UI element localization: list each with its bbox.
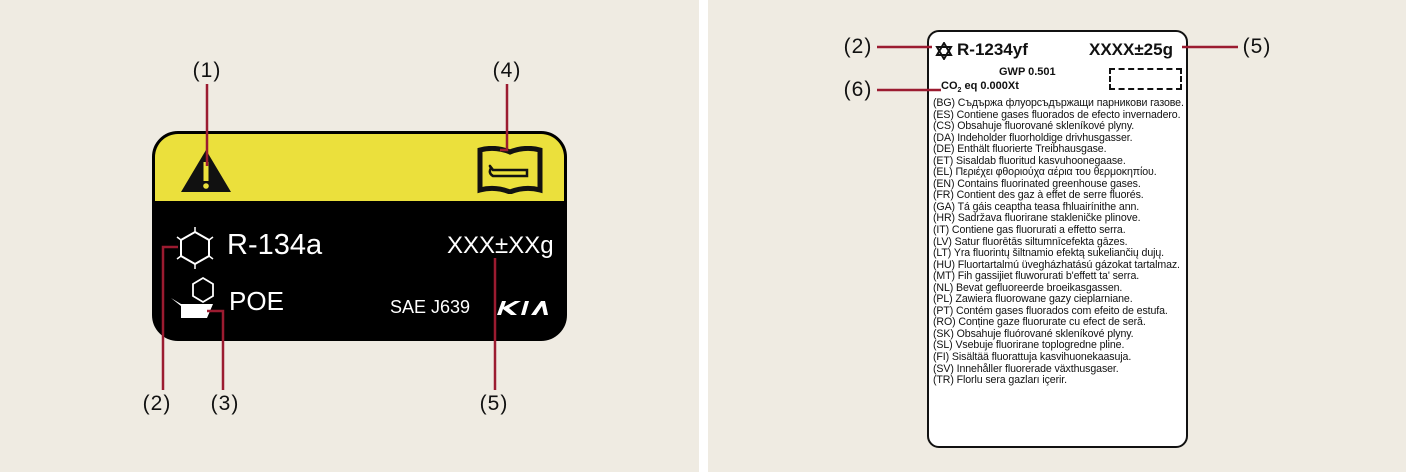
language-line: (MT) Fih gassijiet fluworurati b'effett … (933, 270, 1140, 283)
refrigerant-type: R-134a (227, 229, 323, 261)
callout-2: (2) (142, 392, 172, 415)
callout-2-right: (2) (843, 35, 873, 58)
language-line: (IT) Contiene gas fluorurati a effetto s… (933, 224, 1126, 237)
language-line: (FR) Contient des gaz à effet de serre f… (933, 189, 1144, 202)
oil-icon (171, 276, 214, 318)
refrigerant-icon (176, 227, 214, 269)
language-line: (TR) Florlu sera gazları içerir. (933, 374, 1067, 387)
language-list: (BG) Съдържа флуорсъдържащи парникови га… (933, 97, 1184, 387)
language-line: (LT) Yra fluorintų šiltnamio efektą suke… (933, 247, 1165, 260)
language-line: (DA) Indeholder fluorholdige drivhusgass… (933, 131, 1133, 144)
co2-value: eq 0.000Xt (961, 80, 1019, 92)
gwp-value: GWP 0.501 (999, 66, 1056, 78)
co2-prefix: CO (941, 80, 958, 92)
language-line: (NL) Bevat gefluoreerde broeikasgassen. (933, 281, 1123, 294)
callout-4: (4) (492, 59, 522, 82)
language-line: (DE) Enthält fluorierte Treibhausgase. (933, 143, 1107, 156)
standard-code: SAE J639 (390, 297, 471, 317)
refrigerant-amount: XXX±XXg (447, 232, 554, 259)
callout-5-right: (5) (1242, 35, 1272, 58)
refrigerant-type: R-1234yf (957, 40, 1028, 59)
language-line: (HU) Fluortartalmú üvegházhatású gázokat… (933, 258, 1180, 271)
language-line: (ES) Contiene gases fluorados de efecto … (933, 108, 1181, 121)
language-line: (PT) Contém gases fluorados com efeito d… (933, 304, 1168, 317)
language-line: (HR) Sadržava fluorirane stakleničke pli… (933, 212, 1141, 225)
language-line: (RO) Conține gaze fluorurate cu efect de… (933, 316, 1146, 329)
language-line: (LV) Satur fluorētās siltumnīcefekta gāz… (933, 235, 1128, 248)
language-line: (FI) Sisältää fluorattuja kasvihuonekaas… (933, 351, 1132, 364)
callout-3: (3) (210, 392, 240, 415)
language-line: (ET) Sisaldab fluoritud kasvuhoonegaase. (933, 154, 1126, 167)
r1234yf-label: R-1234yf XXXX±25g GWP 0.501 CO2 eq 0.000… (927, 30, 1188, 448)
language-line: (SV) Innehåller fluorerade växthusgaser. (933, 362, 1119, 375)
language-line: (BG) Съдържа флуорсъдържащи парникови га… (933, 97, 1184, 109)
refrigerant-star-icon (935, 42, 953, 60)
language-line: (EN) Contains fluorinated greenhouse gas… (933, 177, 1141, 190)
callout-1: (1) (192, 59, 222, 82)
refrigerant-amount: XXXX±25g (1089, 40, 1173, 59)
warning-icon (181, 150, 231, 192)
language-line: (SK) Obsahuje fluórované skleníkové plyn… (933, 327, 1134, 340)
oil-type: POE (229, 286, 284, 316)
language-line: (EL) Περιέχει φθοριούχα αέρια του θερμοκ… (933, 166, 1157, 179)
r134a-label: R-134a XXX±XXg POE SAE J639 (152, 131, 567, 341)
co2-equivalent: CO2 eq 0.000Xt (941, 80, 1019, 94)
service-manual-icon (477, 146, 543, 194)
language-line: (GA) Tá gáis ceaptha teasa fhluairínithe… (933, 200, 1140, 213)
language-line: (PL) Zawiera fluorowane gazy cieplarnian… (933, 293, 1133, 306)
co2-subscript: 2 (957, 87, 962, 95)
callout-6: (6) (843, 78, 873, 101)
language-line: (SL) Vsebuje fluorirane toplogredne plin… (933, 339, 1125, 352)
callout-5: (5) (479, 392, 509, 415)
kia-logo (497, 301, 548, 315)
blank-box (1109, 68, 1182, 90)
language-line: (CS) Obsahuje fluorované skleníkové plyn… (933, 120, 1135, 133)
